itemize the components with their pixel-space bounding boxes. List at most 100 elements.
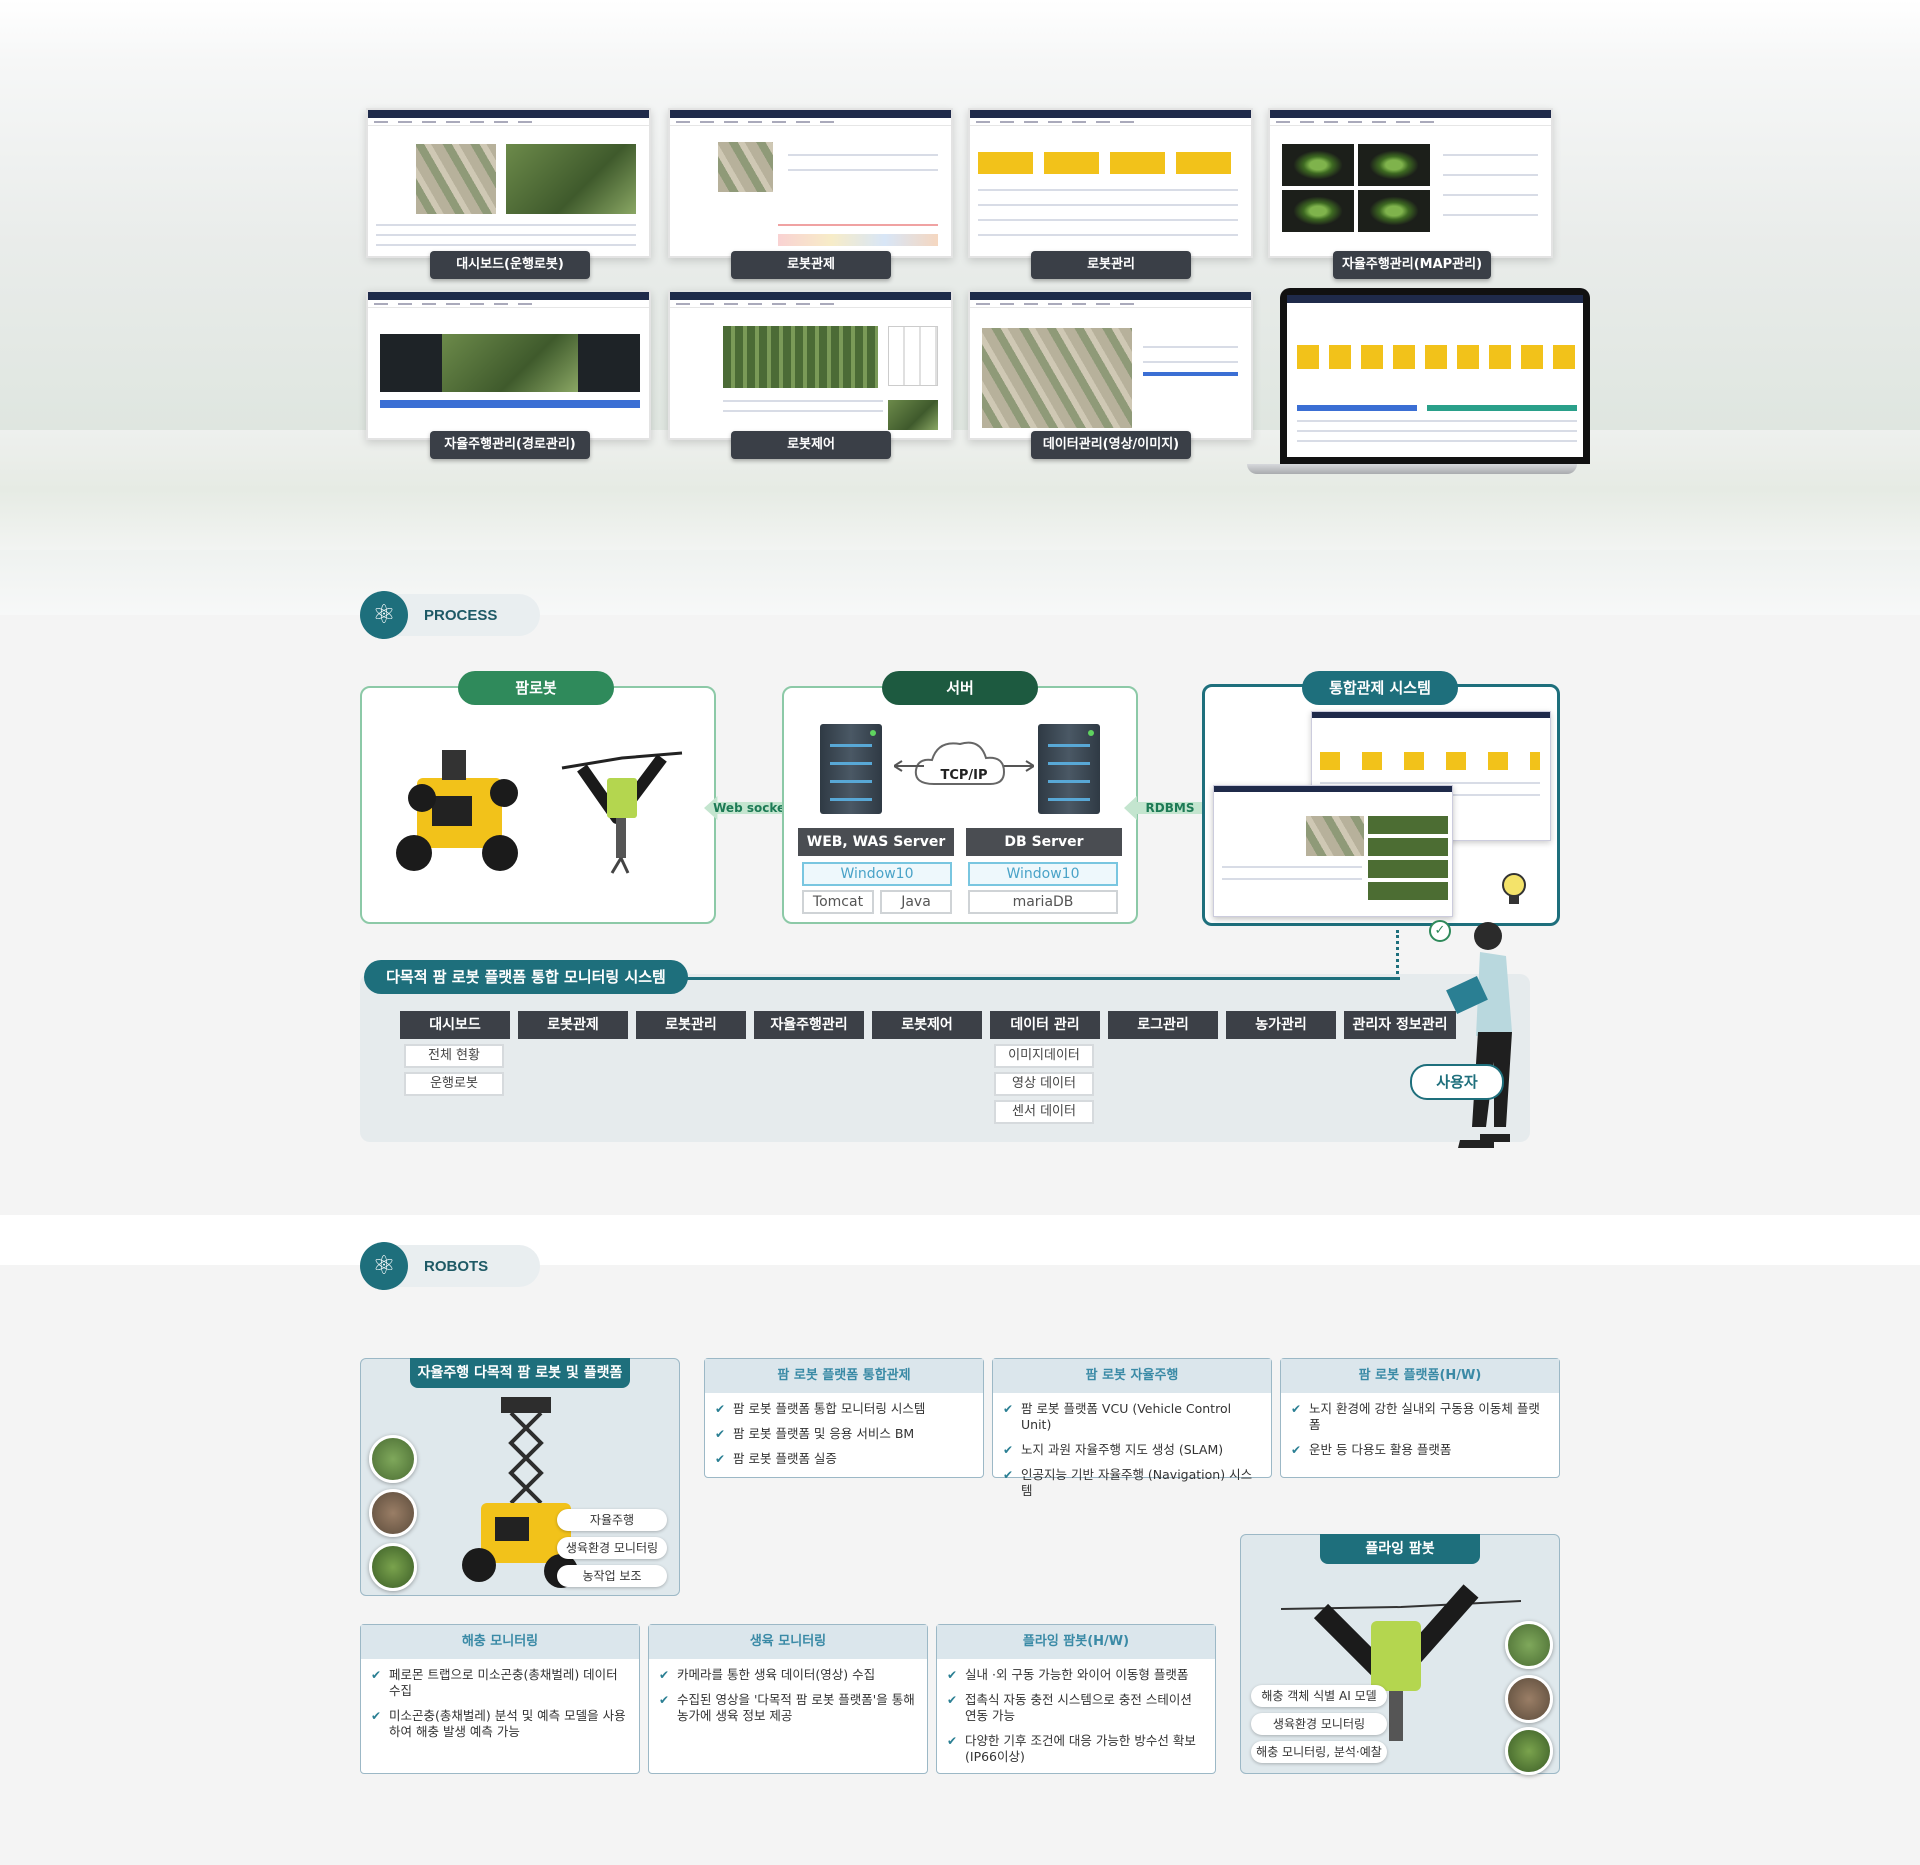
laptop-screen: [1280, 288, 1590, 464]
tomcat-label: Tomcat: [802, 890, 874, 914]
card1-item: 팜 로봇 플랫폼 통합 모니터링 시스템: [715, 1401, 973, 1417]
screen-path-management[interactable]: [366, 290, 651, 440]
farm-robot-image: [396, 750, 518, 871]
card3-item: 운반 등 다용도 활용 플랫폼: [1291, 1442, 1549, 1458]
caption-robot-control-center: 로봇관제: [731, 251, 891, 279]
card-pest-monitoring: 해충 모니터링 페로몬 트랩으로 미소곤충(총채벌레) 데이터 수집 미소곤충(…: [360, 1624, 640, 1774]
user-illustration: [1446, 922, 1512, 1148]
menu-log-management[interactable]: 로그관리: [1108, 1011, 1218, 1039]
farmbot-title: 팜로봇: [458, 671, 614, 705]
process-tag: ⚛ PROCESS: [360, 591, 540, 639]
chip-farm-assist: 농작업 보조: [557, 1565, 667, 1587]
caption-path-management: 자율주행관리(경로관리): [430, 431, 590, 459]
sub-sensor-data[interactable]: 센서 데이터: [994, 1100, 1094, 1124]
menu-dashboard[interactable]: 대시보드: [400, 1011, 510, 1039]
java-label: Java: [880, 890, 952, 914]
farmbot-box: [360, 686, 716, 924]
flying-farmbot-image: [561, 751, 683, 874]
screen-dashboard[interactable]: [366, 108, 651, 258]
menu-robot-management[interactable]: 로봇관리: [636, 1011, 746, 1039]
caption-map-management: 자율주행관리(MAP관리): [1333, 251, 1491, 279]
rdbms-label: RDBMS: [1145, 801, 1195, 815]
card-flying-hw: 플라잉 팜봇(H/W) 실내 ·외 구동 가능한 와이어 이동형 플랫폼 접촉식…: [936, 1624, 1216, 1774]
field-thumb-3: [369, 1543, 417, 1591]
chip-pest-forecast: 해충 모니터링, 분석·예찰: [1251, 1741, 1387, 1763]
menu-admin-management[interactable]: 관리자 정보관리: [1344, 1011, 1456, 1039]
screens-section: 대시보드(운행로봇) 로봇관제 로봇관리: [0, 0, 1920, 615]
atom-icon: ⚛: [360, 1242, 408, 1290]
db-server-icon: [1038, 724, 1100, 814]
caption-robot-control: 로봇제어: [731, 431, 891, 459]
web-server-icon: [820, 724, 882, 814]
card6-item: 접촉식 자동 충전 시스템으로 충전 스테이션 연동 가능: [947, 1692, 1205, 1724]
db-server-label: DB Server: [966, 828, 1122, 856]
card4-item: 페로몬 트랩으로 미소곤충(총채벌레) 데이터 수집: [371, 1667, 629, 1699]
lightbulb-icon: [1502, 873, 1526, 904]
main-robot-card: 자율주행 생육환경 모니터링 농작업 보조: [360, 1358, 680, 1596]
sub-image-data[interactable]: 이미지데이터: [994, 1044, 1094, 1068]
sub-overall-status[interactable]: 전체 현황: [404, 1044, 504, 1068]
monitoring-line: [680, 977, 1400, 980]
menu-farm-management[interactable]: 농가관리: [1226, 1011, 1336, 1039]
monitoring-panel: [360, 974, 1530, 1142]
flying-thumb-2: [1505, 1675, 1553, 1723]
caption-dashboard: 대시보드(운행로봇): [430, 251, 590, 279]
laptop-base: [1247, 464, 1577, 474]
integrated-screen-front: [1213, 785, 1453, 917]
card6-item: 다양한 기후 조건에 대응 가능한 방수선 확보 (IP66이상): [947, 1733, 1205, 1765]
mariadb-label: mariaDB: [968, 890, 1118, 914]
web-server-label: WEB, WAS Server: [798, 828, 954, 856]
card2-item: 인공지능 기반 자율주행 (Navigation) 시스템: [1003, 1467, 1261, 1499]
user-label: 사용자: [1410, 1064, 1504, 1100]
chip-growth-monitoring: 생육환경 모니터링: [557, 1537, 667, 1559]
monitoring-title: 다목적 팜 로봇 플랫폼 통합 모니터링 시스템: [364, 960, 688, 994]
card2-item: 팜 로봇 플랫폼 VCU (Vehicle Control Unit): [1003, 1401, 1261, 1433]
card3-item: 노지 환경에 강한 실내외 구동용 이동체 플랫폼: [1291, 1401, 1549, 1433]
flying-thumb-3: [1505, 1727, 1553, 1775]
flying-farmbot-title: 플라잉 팜봇: [1320, 1534, 1480, 1564]
menu-autonomous-driving[interactable]: 자율주행관리: [754, 1011, 864, 1039]
sub-video-data[interactable]: 영상 데이터: [994, 1072, 1094, 1096]
card-platform-control: 팜 로봇 플랫폼 통합관제 팜 로봇 플랫폼 통합 모니터링 시스템 팜 로봇 …: [704, 1358, 984, 1478]
integrated-box: [1202, 684, 1560, 926]
chip-pest-ai: 해충 객체 식별 AI 모델: [1251, 1685, 1387, 1707]
menu-robot-control-center[interactable]: 로봇관제: [518, 1011, 628, 1039]
cloud-icon: [894, 741, 1034, 785]
card5-item: 수집된 영상을 '다목적 팜 로봇 플랫폼'을 통해 농가에 생육 정보 제공: [659, 1692, 917, 1724]
flying-thumb-1: [1505, 1621, 1553, 1669]
monitoring-connector: [1396, 930, 1399, 980]
db-os-label: Window10: [968, 862, 1118, 886]
screen-map-management[interactable]: [1268, 108, 1553, 258]
card-growth-monitoring: 생육 모니터링 카메라를 통한 생육 데이터(영상) 수집 수집된 영상을 '다…: [648, 1624, 928, 1774]
chip-autonomous: 자율주행: [557, 1509, 667, 1531]
card4-item: 미소곤충(총채벌레) 분석 및 예측 모델을 사용하여 해충 발생 예측 가능: [371, 1708, 629, 1740]
card-hardware: 팜 로봇 플랫폼(H/W) 노지 환경에 강한 실내외 구동용 이동체 플랫폼 …: [1280, 1358, 1560, 1478]
robots-tag: ⚛ ROBOTS: [360, 1242, 540, 1290]
server-box: TCP/IP WEB, WAS Server DB Server Window1…: [782, 686, 1138, 924]
field-thumb-2: [369, 1489, 417, 1537]
screen-robot-control-center[interactable]: [668, 108, 953, 258]
sub-operating-robot[interactable]: 운행로봇: [404, 1072, 504, 1096]
card1-item: 팜 로봇 플랫폼 실증: [715, 1451, 973, 1467]
tcpip-label: TCP/IP: [940, 768, 988, 783]
flying-farmbot-large-image: [1281, 1584, 1521, 1741]
scissor-robot-image: [462, 1397, 578, 1588]
menu-robot-control[interactable]: 로봇제어: [872, 1011, 982, 1039]
field-horizon: [0, 430, 1920, 550]
card6-item: 실내 ·외 구동 가능한 와이어 이동형 플랫폼: [947, 1667, 1205, 1683]
card-autonomous: 팜 로봇 자율주행 팜 로봇 플랫폼 VCU (Vehicle Control …: [992, 1358, 1272, 1498]
integrated-title: 통합관제 시스템: [1302, 671, 1458, 705]
web-os-label: Window10: [802, 862, 952, 886]
check-circle-icon: ✓: [1429, 920, 1451, 942]
websocket-label: Web socket: [713, 801, 791, 815]
screen-robot-control[interactable]: [668, 290, 953, 440]
server-title: 서버: [882, 671, 1038, 705]
card2-item: 노지 과원 자율주행 지도 생성 (SLAM): [1003, 1442, 1261, 1458]
screen-robot-management[interactable]: [968, 108, 1253, 258]
chip-growth-env: 생육환경 모니터링: [1251, 1713, 1387, 1735]
menu-data-management[interactable]: 데이터 관리: [990, 1011, 1100, 1039]
caption-data-management: 데이터관리(영상/이미지): [1031, 431, 1191, 459]
atom-icon: ⚛: [360, 591, 408, 639]
screen-data-management[interactable]: [968, 290, 1253, 440]
